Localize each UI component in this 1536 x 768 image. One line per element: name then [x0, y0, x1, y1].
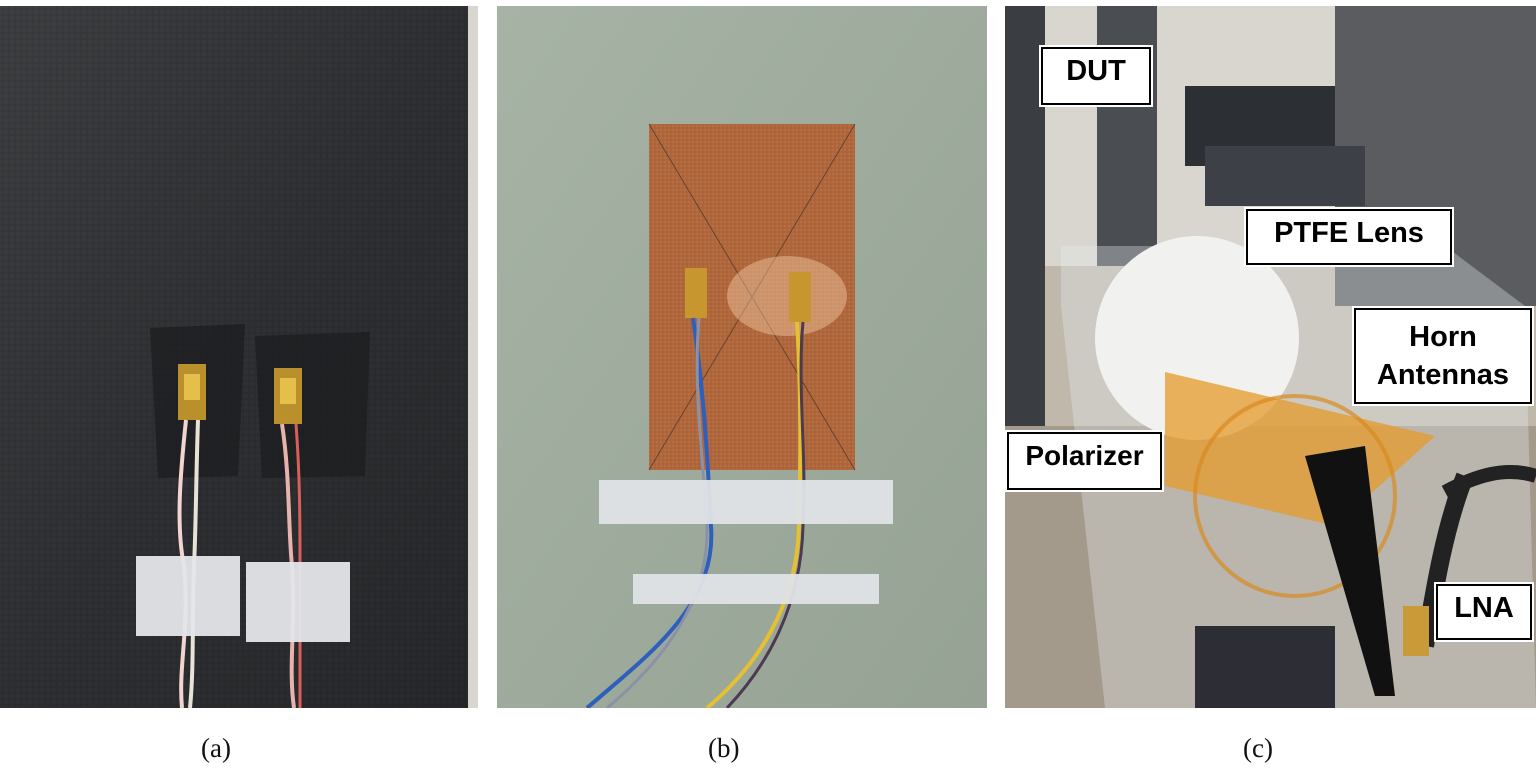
photo-panel-b [497, 6, 987, 708]
label-horn-antennas: Horn Antennas [1354, 308, 1532, 404]
label-ptfe-lens: PTFE Lens [1246, 209, 1452, 265]
tape-strip [136, 556, 240, 636]
caption-a: (a) [201, 733, 231, 763]
carbon-sheet-photo [0, 6, 478, 708]
horn-antenna [1305, 446, 1395, 696]
photo-panel-a [0, 6, 478, 708]
caption-b: (b) [708, 733, 740, 763]
tape-strip [633, 574, 879, 604]
label-lna: LNA [1436, 584, 1532, 640]
strain-gauge-2 [789, 272, 811, 322]
caption-c: (c) [1243, 733, 1273, 763]
tape-strip [246, 562, 350, 642]
ptfe-lens [1095, 236, 1299, 440]
copper-mesh-photo [497, 6, 987, 708]
strain-gauge-1 [685, 268, 707, 318]
tape-strip [599, 480, 893, 524]
label-polarizer: Polarizer [1007, 432, 1162, 490]
label-dut: DUT [1041, 47, 1151, 105]
lna-device [1403, 606, 1429, 656]
